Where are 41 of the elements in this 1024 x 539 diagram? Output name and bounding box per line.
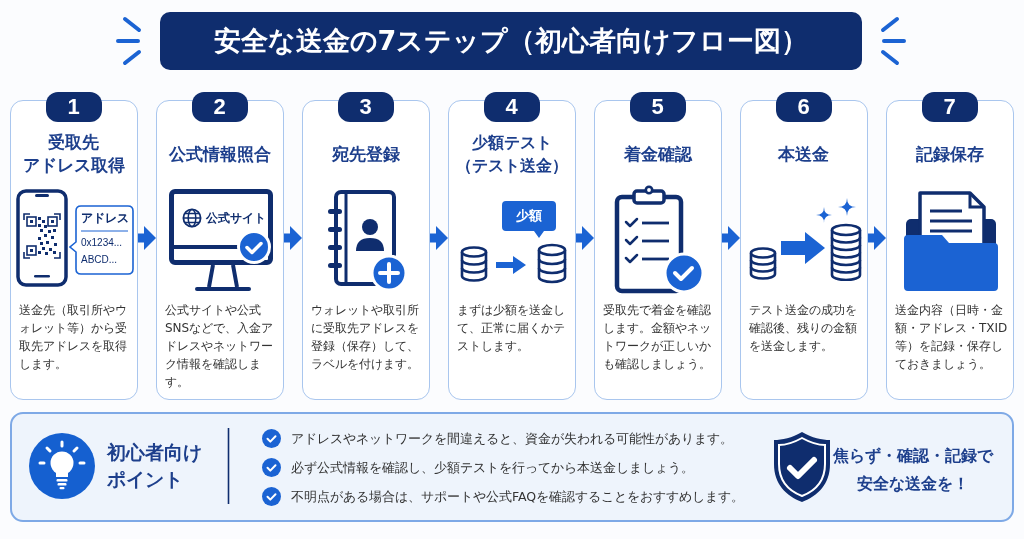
step-description: 送金先（取引所やウォレット等）から受取先アドレスを取得します。	[19, 302, 128, 373]
flow-arrow	[284, 226, 302, 250]
bubble-label: 少額	[516, 207, 542, 225]
step-number-badge: 6	[775, 91, 832, 122]
address-value: ABCD...	[81, 253, 118, 266]
flow-arrow	[138, 226, 156, 250]
step-heading: 受取先アドレス取得	[22, 131, 125, 177]
step-number-badge: 2	[191, 91, 248, 122]
title-text: 安全な送金の7ステップ（初心者向けフロー図）	[213, 24, 809, 58]
flow-arrow	[576, 226, 594, 250]
step-heading: 着金確認	[623, 142, 692, 166]
tip-text: 不明点がある場合は、サポートや公式FAQを確認することをおすすめします。	[291, 487, 745, 506]
flow-arrow	[430, 226, 448, 250]
screen-label: 公式サイト	[206, 210, 266, 226]
step-number-badge: 4	[483, 91, 540, 122]
step-description: 送金内容（日時・金額・アドレス・TXID等）を記録・保存しておきましょう。	[895, 302, 1009, 373]
step-heading: 本送金	[778, 142, 829, 166]
tips-heading: 初心者向けポイント	[107, 440, 202, 492]
step-description: 受取先で着金を確認します。金額やネットワークが正しいかも確認しましょう。	[603, 302, 712, 373]
flow-arrow	[722, 226, 740, 250]
step-description: まずは少額を送金して、正常に届くかテストします。	[457, 302, 566, 355]
step-heading: 公式情報照合	[168, 142, 271, 166]
slogan-text: 焦らず・確認・記録で安全な送金を！	[833, 445, 993, 495]
step-heading: 宛先登録	[331, 142, 400, 166]
step-heading: 少額テスト（テスト送金）	[455, 132, 568, 177]
step-number-badge: 1	[45, 91, 102, 122]
address-label: アドレス	[80, 211, 129, 226]
tips-panel	[10, 412, 1014, 522]
step-heading: 記録保存	[915, 142, 984, 166]
step-number-badge: 5	[629, 91, 686, 122]
flow-arrow	[868, 226, 886, 250]
monitor-screen	[169, 189, 273, 265]
tip-text: 必ず公式情報を確認し、少額テストを行ってから本送金しましょう。	[291, 458, 694, 477]
step-description: ウォレットや取引所に受取先アドレスを登録（保存）して、ラベルを付けます。	[311, 302, 420, 373]
step-description: 公式サイトや公式SNSなどで、入金アドレスやネットワーク情報を確認します。	[165, 302, 275, 391]
speech-bubble	[69, 205, 134, 275]
step-number-badge: 7	[921, 91, 978, 122]
step-description: テスト送金の成功を確認後、残りの金額を送金します。	[749, 302, 858, 355]
address-value: 0x1234...	[81, 236, 123, 249]
step-number-badge: 3	[337, 91, 394, 122]
tip-text: アドレスやネットワークを間違えると、資金が失われる可能性があります。	[291, 429, 733, 448]
